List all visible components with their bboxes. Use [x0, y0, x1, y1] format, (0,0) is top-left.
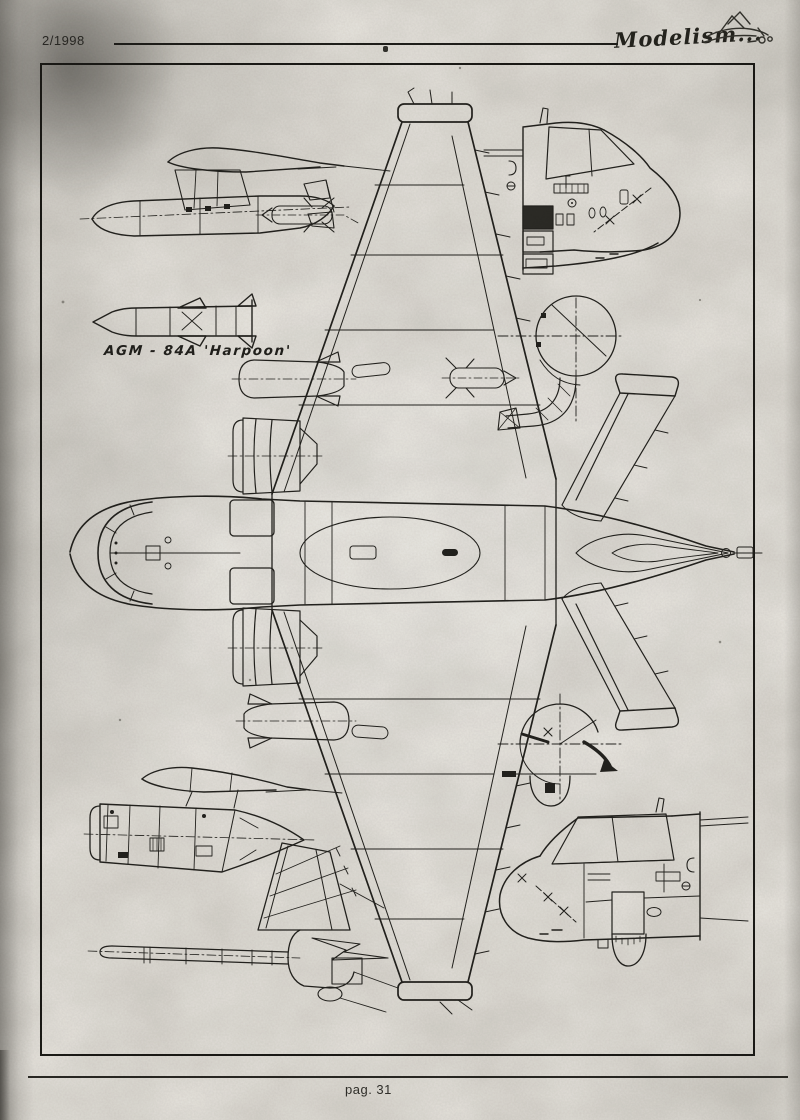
mad-boom-and-tailcone-detail — [87, 929, 399, 1013]
vertical-fin-detail — [257, 842, 385, 931]
nose-side-view-facing-left — [498, 797, 749, 967]
flir-turret-section-detail — [497, 693, 625, 807]
paper-specks — [61, 66, 722, 722]
aircraft-plan-view — [69, 87, 763, 1015]
missile-caption: AGM - 84A 'Harpoon' — [103, 343, 293, 359]
drop-tank-pylon-side-view — [79, 147, 391, 237]
footer-rule — [28, 1076, 788, 1078]
engine-nacelle-side-view — [83, 766, 343, 873]
agm-84a-harpoon-side-view — [92, 293, 257, 349]
footer-page-label: pag. 31 — [345, 1082, 392, 1097]
nose-side-view-facing-right — [483, 107, 681, 275]
